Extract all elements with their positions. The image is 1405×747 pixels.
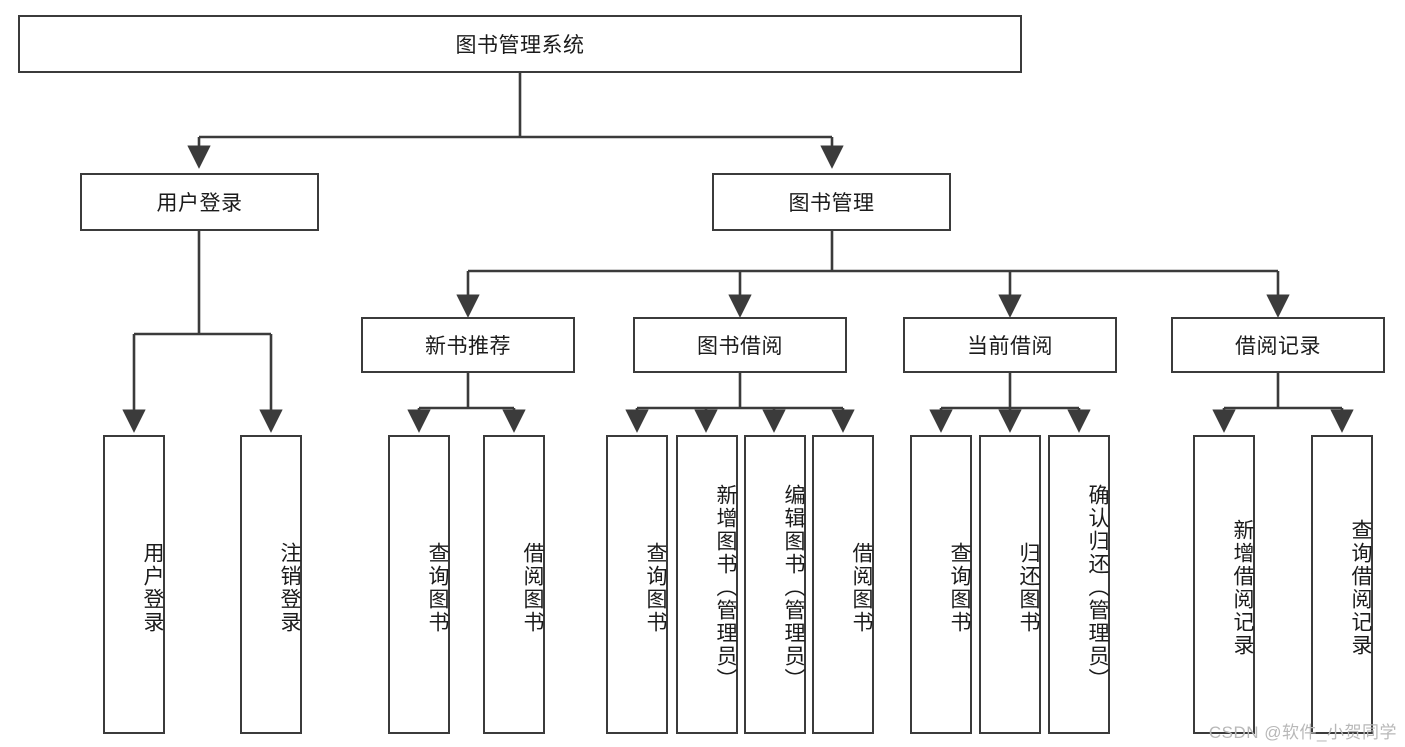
node-leaf-add-book-admin[interactable]: 新增图书（管理员） bbox=[676, 435, 738, 734]
csdn-watermark: CSDN @软件_小贺同学 bbox=[1208, 723, 1397, 742]
node-leaf-query-book-label: 查询图书 bbox=[644, 541, 667, 634]
node-root-label: 图书管理系统 bbox=[455, 34, 585, 57]
node-user-login[interactable]: 用户登录 bbox=[80, 173, 319, 231]
node-current-borrow[interactable]: 当前借阅 bbox=[903, 317, 1117, 373]
node-leaf-borrow-book[interactable]: 借阅图书 bbox=[812, 435, 874, 734]
node-leaf-return-book[interactable]: 归还图书 bbox=[979, 435, 1041, 734]
node-leaf-borrow-book-rec[interactable]: 借阅图书 bbox=[483, 435, 545, 734]
node-leaf-add-borrow-record[interactable]: 新增借阅记录 bbox=[1193, 435, 1255, 734]
node-leaf-query-book-rec[interactable]: 查询图书 bbox=[388, 435, 450, 734]
node-leaf-confirm-return-admin[interactable]: 确认归还（管理员） bbox=[1048, 435, 1110, 734]
node-leaf-query-book-rec-label: 查询图书 bbox=[426, 541, 449, 634]
node-leaf-logout-label: 注销登录 bbox=[278, 541, 301, 634]
node-leaf-query-book-current[interactable]: 查询图书 bbox=[910, 435, 972, 734]
node-user-login-label: 用户登录 bbox=[156, 192, 243, 215]
node-leaf-query-book[interactable]: 查询图书 bbox=[606, 435, 668, 734]
node-leaf-confirm-return-admin-label: 确认归还（管理员） bbox=[1086, 484, 1109, 691]
node-leaf-edit-book-admin[interactable]: 编辑图书（管理员） bbox=[744, 435, 806, 734]
node-new-book-recommend-label: 新书推荐 bbox=[425, 335, 511, 358]
node-book-management-label: 图书管理 bbox=[788, 192, 875, 215]
node-leaf-borrow-book-label: 借阅图书 bbox=[850, 541, 873, 634]
node-leaf-query-borrow-record-label: 查询借阅记录 bbox=[1349, 518, 1372, 657]
node-leaf-logout[interactable]: 注销登录 bbox=[240, 435, 302, 734]
node-borrow-record[interactable]: 借阅记录 bbox=[1171, 317, 1385, 373]
node-leaf-add-borrow-record-label: 新增借阅记录 bbox=[1231, 518, 1254, 657]
node-leaf-return-book-label: 归还图书 bbox=[1017, 541, 1040, 634]
node-leaf-add-book-admin-label: 新增图书（管理员） bbox=[714, 484, 737, 691]
node-book-borrow-label: 图书借阅 bbox=[697, 335, 783, 358]
node-leaf-query-borrow-record[interactable]: 查询借阅记录 bbox=[1311, 435, 1373, 734]
node-book-borrow[interactable]: 图书借阅 bbox=[633, 317, 847, 373]
node-new-book-recommend[interactable]: 新书推荐 bbox=[361, 317, 575, 373]
node-leaf-user-login-label: 用户登录 bbox=[141, 541, 164, 634]
node-current-borrow-label: 当前借阅 bbox=[967, 335, 1053, 358]
node-leaf-user-login[interactable]: 用户登录 bbox=[103, 435, 165, 734]
node-borrow-record-label: 借阅记录 bbox=[1235, 335, 1321, 358]
node-leaf-borrow-book-rec-label: 借阅图书 bbox=[521, 541, 544, 634]
node-book-management[interactable]: 图书管理 bbox=[712, 173, 951, 231]
node-leaf-query-book-current-label: 查询图书 bbox=[948, 541, 971, 634]
node-root[interactable]: 图书管理系统 bbox=[18, 15, 1022, 73]
node-leaf-edit-book-admin-label: 编辑图书（管理员） bbox=[782, 484, 805, 691]
